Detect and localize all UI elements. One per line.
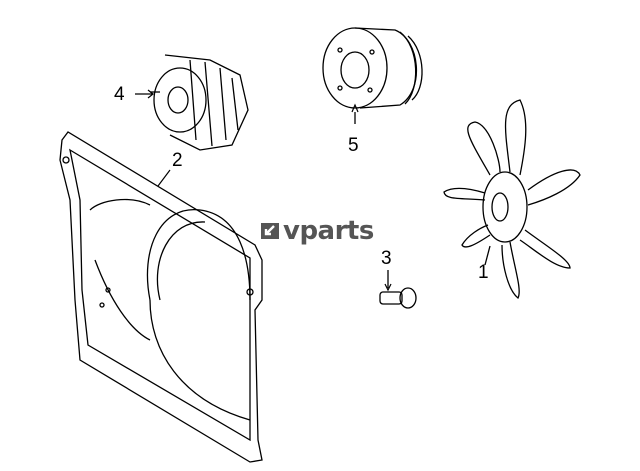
callout-4: 4	[114, 84, 125, 105]
fan-blade-drawing	[443, 99, 581, 300]
callout-5: 5	[348, 135, 359, 156]
fan-clutch-drawing	[150, 54, 249, 151]
callout-3: 3	[381, 248, 392, 269]
callout-2: 2	[172, 150, 183, 171]
vparts-logo: vparts	[260, 216, 374, 246]
logo-text: vparts	[283, 216, 374, 246]
bolt-drawing	[379, 270, 417, 309]
fan-shroud-drawing	[59, 131, 263, 463]
callout-1: 1	[478, 262, 489, 283]
pulley-drawing	[322, 27, 423, 124]
callout-leaders	[135, 89, 392, 292]
logo-arrow-icon	[261, 223, 279, 239]
